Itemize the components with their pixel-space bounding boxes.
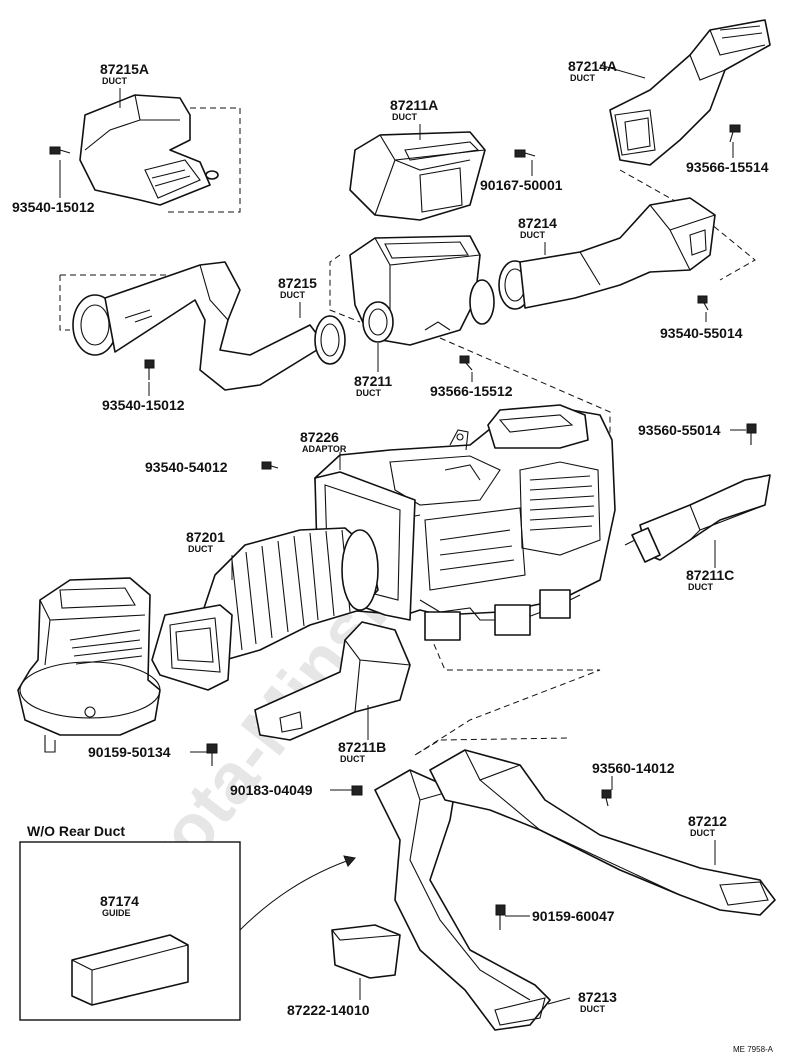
label-87214: 87214 DUCT (518, 215, 557, 240)
label-87211C: 87211C DUCT (686, 567, 734, 592)
drawing-code: ME 7958-A (733, 1045, 774, 1054)
fastener-label: 93540-15012 (12, 199, 95, 215)
duct-87211A[interactable] (349, 131, 486, 221)
grouping-lines (59, 107, 756, 931)
part-name: DUCT (392, 112, 417, 122)
part-number: 87214 (518, 215, 557, 231)
duct-87211B[interactable] (254, 621, 411, 741)
part-name: DUCT (520, 230, 545, 240)
duct-87211C[interactable] (624, 474, 771, 563)
part-number: 87214A (568, 58, 617, 74)
label-87201: 87201 DUCT (186, 529, 225, 554)
part-number: 87226 (300, 429, 339, 445)
fastener-labels: 93540-15012 93566-15514 90167-50001 9354… (12, 159, 769, 1018)
part-name: DUCT (102, 76, 127, 86)
bolt-icon (206, 743, 218, 766)
duct-87215[interactable] (72, 261, 346, 391)
fastener-label: 93540-55014 (660, 325, 743, 341)
label-87211A: 87211A DUCT (390, 97, 438, 122)
label-87174: 87174 GUIDE (100, 893, 139, 918)
fastener-label: 93560-55014 (638, 422, 721, 438)
bolt-icon (514, 149, 536, 158)
part-number: 87174 (100, 893, 139, 909)
nut-icon (351, 785, 363, 796)
part-number: 87211C (686, 567, 734, 583)
bolt-icon (601, 789, 612, 807)
bolt-icon (697, 295, 709, 311)
bolt-icon (729, 124, 741, 143)
duct-87201[interactable] (151, 527, 379, 691)
label-87226: 87226 ADAPTOR (300, 429, 347, 454)
fastener-label: 87222-14010 (287, 1002, 370, 1018)
part-number: 87211B (338, 739, 386, 755)
label-87215: 87215 DUCT (278, 275, 317, 300)
fastener-label: 93540-15012 (102, 397, 185, 413)
part-number: 87211 (354, 373, 392, 389)
fastener-label: 93566-15512 (430, 383, 513, 399)
bolt-icon (144, 359, 155, 380)
label-87213: 87213 DUCT (578, 989, 617, 1014)
fastener-label: 90159-50134 (88, 744, 171, 760)
part-number: 87213 (578, 989, 617, 1005)
bolt-icon (49, 146, 71, 155)
part-name: DUCT (688, 582, 713, 592)
label-87212: 87212 DUCT (688, 813, 727, 838)
duct-87214[interactable] (498, 197, 716, 310)
part-number: 87201 (186, 529, 225, 545)
part-name: ADAPTOR (302, 444, 347, 454)
pad-87222-14010[interactable] (331, 924, 401, 979)
fastener-label: 93566-15514 (686, 159, 769, 175)
part-name: DUCT (188, 544, 213, 554)
part-name: DUCT (690, 828, 715, 838)
fastener-icons (49, 124, 757, 930)
duct-87212[interactable] (429, 749, 776, 916)
part-name: DUCT (356, 388, 381, 398)
label-87214A: 87214A DUCT (568, 58, 617, 83)
fastener-label: 90183-04049 (230, 782, 313, 798)
leader-lines (59, 64, 746, 1005)
label-87211: 87211 DUCT (354, 373, 392, 398)
bolt-icon (261, 461, 279, 470)
bolt-icon (495, 904, 506, 930)
duct-87211[interactable] (349, 235, 495, 346)
part-name: DUCT (340, 754, 365, 764)
duct-87215A[interactable] (79, 94, 219, 206)
label-87211B: 87211B DUCT (338, 739, 386, 764)
part-name: DUCT (580, 1004, 605, 1014)
part-number: 87215 (278, 275, 317, 291)
bolt-icon (746, 423, 757, 445)
fastener-label: 93560-14012 (592, 760, 675, 776)
part-name: DUCT (280, 290, 305, 300)
part-number: 87211A (390, 97, 438, 113)
blower-unit[interactable] (17, 577, 161, 753)
part-name: GUIDE (102, 908, 131, 918)
fastener-label: 90167-50001 (480, 177, 563, 193)
label-87215A: 87215A DUCT (100, 61, 149, 86)
part-number: 87215A (100, 61, 149, 77)
guide-87174[interactable] (71, 934, 189, 1006)
inset-box: W/O Rear Duct (19, 823, 241, 1021)
inset-title: W/O Rear Duct (27, 823, 125, 839)
fastener-label: 90159-60047 (532, 908, 615, 924)
bolt-icon (459, 355, 473, 371)
fastener-label: 93540-54012 (145, 459, 228, 475)
part-name: DUCT (570, 73, 595, 83)
duct-87214A[interactable] (609, 19, 771, 166)
part-number: 87212 (688, 813, 727, 829)
